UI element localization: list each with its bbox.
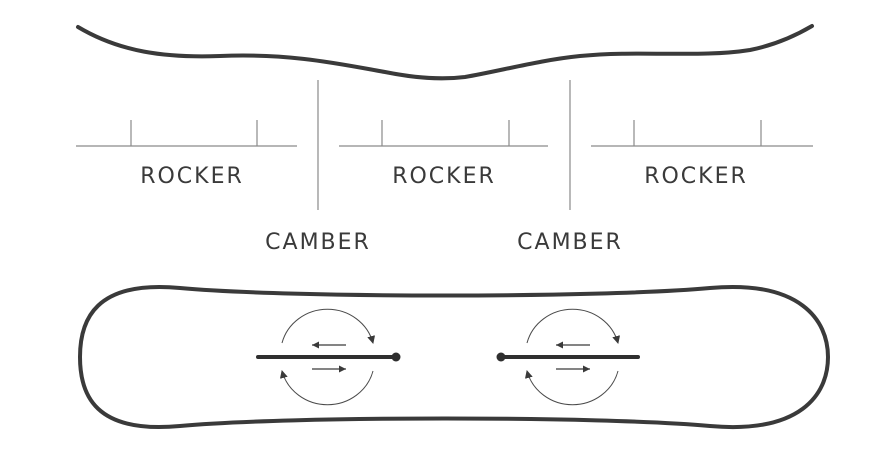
rocker-label-3: ROCKER: [644, 164, 748, 189]
camber-label-2: CAMBER: [517, 230, 623, 255]
rotation-arrows-right: [524, 308, 621, 406]
board-top-outline: [77, 284, 831, 430]
rocker-label-1: ROCKER: [140, 164, 244, 189]
board-side-profile: [76, 24, 814, 81]
binding-right: [496, 352, 640, 362]
rocker-zone-1: [76, 120, 297, 147]
rotation-arrows-left: [279, 308, 376, 406]
rocker-zone-3: [591, 120, 813, 147]
binding-left: [256, 352, 401, 362]
rocker-zone-2: [339, 120, 548, 147]
camber-label-1: CAMBER: [265, 230, 371, 255]
rocker-label-2: ROCKER: [392, 164, 496, 189]
